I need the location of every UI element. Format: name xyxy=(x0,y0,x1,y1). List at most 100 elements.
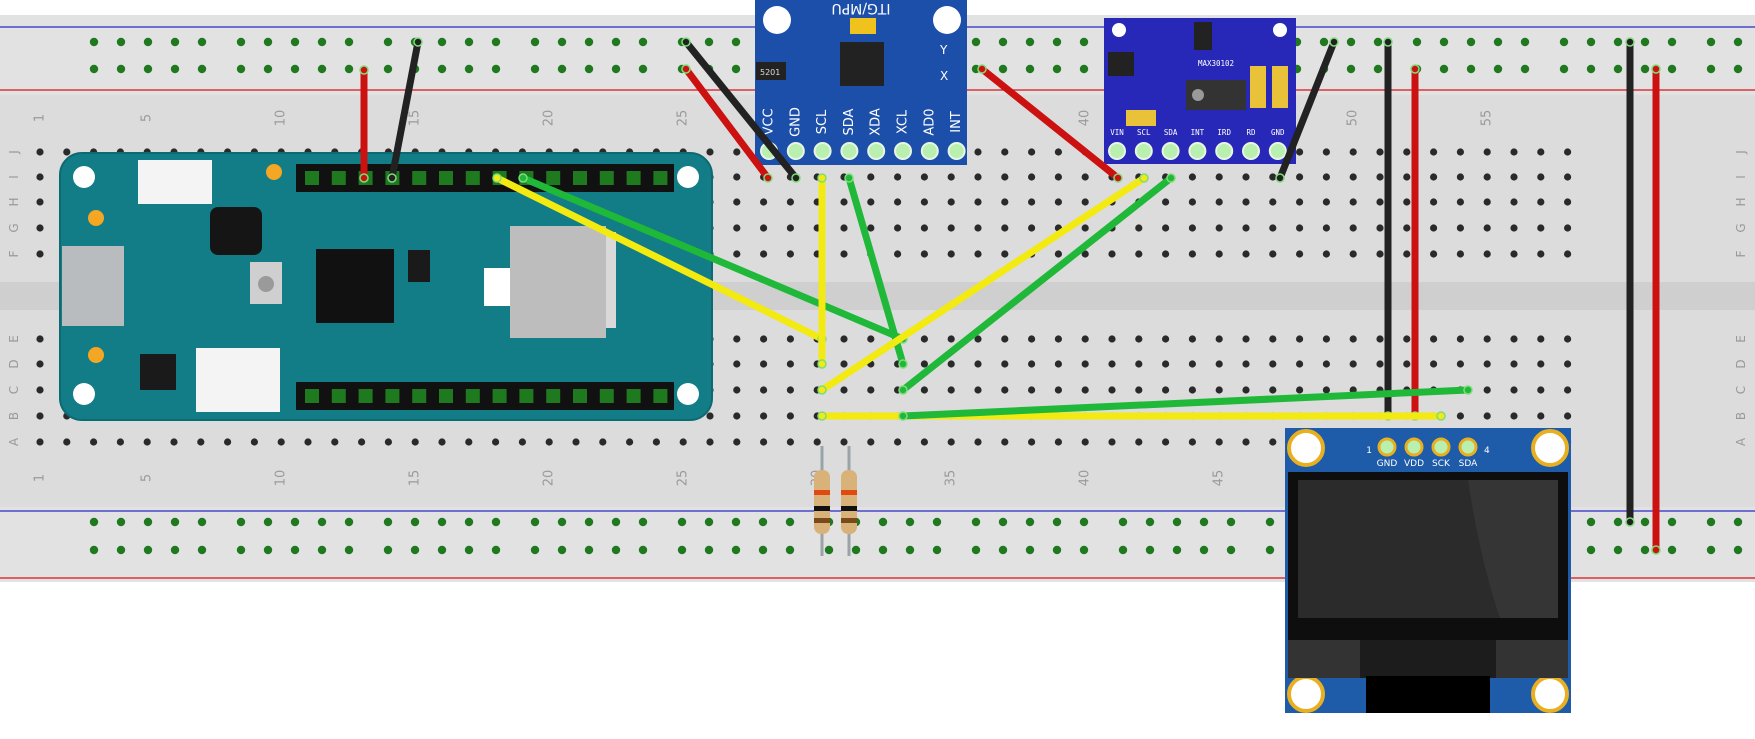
breadboard-hole xyxy=(1376,335,1384,343)
rail-hole xyxy=(410,545,420,555)
wire-end xyxy=(518,173,528,183)
column-number: 50 xyxy=(1346,110,1361,127)
rail-hole xyxy=(1199,545,1209,555)
breadboard-hole xyxy=(1456,412,1464,420)
breadboard-hole xyxy=(974,250,982,258)
rail-hole xyxy=(1145,517,1155,527)
rail-hole xyxy=(89,64,99,74)
breadboard-hole xyxy=(1054,198,1062,206)
breadboard-hole xyxy=(840,250,848,258)
breadboard-hole xyxy=(1081,198,1089,206)
row-letter: I xyxy=(1734,175,1748,179)
max-pin-label: VIN xyxy=(1110,128,1124,137)
oled-pin-label: VDD xyxy=(1404,459,1424,469)
rail-hole xyxy=(317,64,327,74)
breadboard-hole xyxy=(1430,198,1438,206)
rail-hole xyxy=(584,37,594,47)
wire-end xyxy=(1113,173,1123,183)
breadboard-hole xyxy=(840,224,848,232)
led-orange xyxy=(88,347,104,363)
rail-hole xyxy=(704,517,714,527)
breadboard-hole xyxy=(1296,250,1304,258)
breadboard-hole xyxy=(1376,250,1384,258)
wire-black xyxy=(682,38,800,182)
breadboard-hole xyxy=(1028,224,1036,232)
mount-hole xyxy=(1112,23,1126,37)
rail-hole xyxy=(1706,545,1716,555)
breadboard-hole xyxy=(411,438,419,446)
rail-hole xyxy=(197,64,207,74)
mpu-pin-label: XDA xyxy=(869,108,884,136)
breadboard-hole xyxy=(1564,360,1572,368)
rail-hole xyxy=(143,545,153,555)
column-number: 10 xyxy=(274,110,289,127)
oled-pin-label: SDA xyxy=(1459,459,1478,469)
breadboard-hole xyxy=(1108,438,1116,446)
reset-button-cap[interactable] xyxy=(258,276,274,292)
rail-hole xyxy=(1466,64,1476,74)
rail-hole xyxy=(1265,517,1275,527)
rail-hole xyxy=(170,37,180,47)
rail-hole xyxy=(905,517,915,527)
breadboard-hole xyxy=(1108,250,1116,258)
rail-hole xyxy=(383,64,393,74)
resistor-body xyxy=(814,470,830,534)
breadboard-hole xyxy=(1081,250,1089,258)
breadboard-hole xyxy=(1215,198,1223,206)
max-pin-label: IRD xyxy=(1217,128,1231,137)
rail-hole xyxy=(1706,64,1716,74)
breadboard-hole xyxy=(1537,148,1545,156)
rail-hole xyxy=(1586,37,1596,47)
breadboard-hole xyxy=(1242,335,1250,343)
breadboard-hole xyxy=(1564,224,1572,232)
row-letter: C xyxy=(7,386,21,394)
breadboard-hole xyxy=(1054,335,1062,343)
mpu-crystal xyxy=(850,18,876,34)
breadboard-hole xyxy=(1135,224,1143,232)
rail-hole xyxy=(170,545,180,555)
breadboard-hole xyxy=(1456,198,1464,206)
mpu-pin-label: SDA xyxy=(842,108,857,135)
breadboard-hole xyxy=(1162,250,1170,258)
breadboard-hole xyxy=(63,148,71,156)
rail-hole xyxy=(290,545,300,555)
breadboard-hole xyxy=(840,335,848,343)
rail-hole xyxy=(383,545,393,555)
header-pin xyxy=(358,389,373,403)
rail-hole xyxy=(464,37,474,47)
rail-hole xyxy=(1613,64,1623,74)
breadboard-hole xyxy=(224,438,232,446)
breadboard-hole xyxy=(1296,224,1304,232)
breadboard-hole xyxy=(840,198,848,206)
breadboard-hole xyxy=(974,173,982,181)
breadboard-hole xyxy=(1456,173,1464,181)
oled-pin-number-1: 1 xyxy=(1366,446,1372,456)
breadboard-hole xyxy=(1376,148,1384,156)
max-capacitor xyxy=(1126,110,1156,126)
rail-hole xyxy=(170,64,180,74)
header-pin xyxy=(305,171,319,185)
breadboard-hole xyxy=(1001,173,1009,181)
breadboard-hole xyxy=(1483,360,1491,368)
breadboard-hole xyxy=(894,224,902,232)
mount-hole xyxy=(1531,675,1569,713)
breadboard-hole xyxy=(867,198,875,206)
breadboard-hole xyxy=(1483,412,1491,420)
breadboard-hole xyxy=(733,412,741,420)
rail-hole xyxy=(557,64,567,74)
breadboard-hole xyxy=(1162,198,1170,206)
breadboard-hole xyxy=(867,438,875,446)
breadboard-hole xyxy=(1054,386,1062,394)
rail-hole xyxy=(1118,545,1128,555)
oled-pin xyxy=(1458,437,1478,457)
breadboard-hole xyxy=(733,335,741,343)
rail-hole xyxy=(344,517,354,527)
breadboard-hole xyxy=(1510,148,1518,156)
rail-hole xyxy=(1052,64,1062,74)
rail-hole xyxy=(1439,37,1449,47)
breadboard-hole xyxy=(1081,224,1089,232)
header-pin xyxy=(439,389,453,403)
breadboard-hole xyxy=(36,335,44,343)
